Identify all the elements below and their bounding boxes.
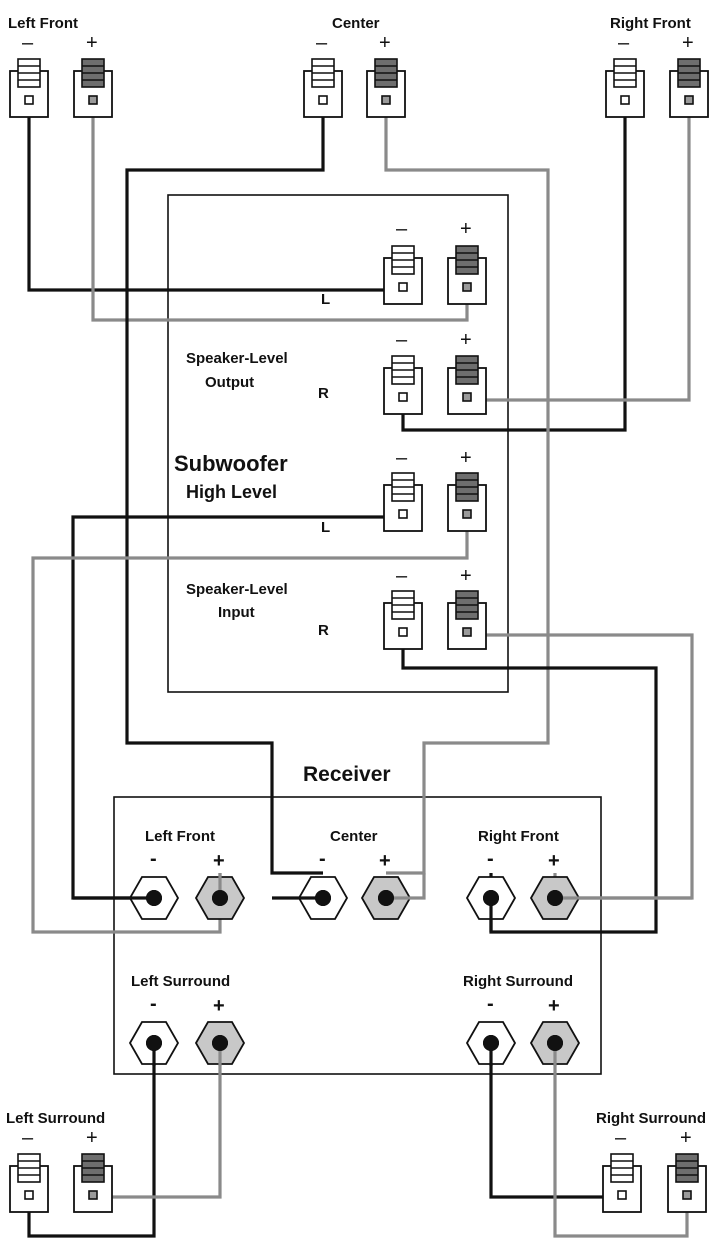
center-positive-terminal [366,58,406,118]
wire-sub-input-right-positive [467,633,694,900]
sub-input-right-negative-terminal [383,590,423,650]
label-right-front-speaker: Right Front [610,15,691,32]
receiver-right-surround-label: Right Surround [463,973,573,990]
sub-in-r-plus-symbol: + [460,565,472,587]
sub-output-right-positive-terminal [447,355,487,415]
sub-output-right [383,355,487,415]
receiver-rf-neg-symbol: - [487,848,494,870]
receiver-right-front-label: Right Front [478,828,559,845]
sub-input-left-negative-terminal [383,472,423,532]
wire-sub-input-right-negative [401,635,658,934]
receiver-title: Receiver [303,763,391,786]
speaker-left-front [9,58,113,118]
subwoofer-box [167,194,509,693]
sub-out-r-plus-symbol: + [460,329,472,351]
right-surround-positive-terminal [667,1153,707,1213]
sub-output-right-label: R [318,385,329,402]
receiver-ls-neg-symbol: - [150,993,157,1015]
right-surround-minus-symbol: – [615,1127,627,1149]
left-front-positive-terminal [73,58,113,118]
wire-left-front-negative [27,100,403,292]
label-center-speaker: Center [332,15,380,32]
receiver-rf-pos-symbol: + [548,850,560,872]
label-left-surround-speaker: Left Surround [6,1110,105,1127]
wire-center-negative [125,100,325,875]
receiver-rs-pos-symbol: + [548,995,560,1017]
right-surround-negative-terminal [602,1153,642,1213]
sub-input-right-label: R [318,622,329,639]
speaker-left-surround [9,1153,113,1213]
sub-out-r-minus-symbol: – [396,329,408,351]
sub-input-left-positive-terminal [447,472,487,532]
speaker-level-output-line1: Speaker-Level [186,350,288,367]
subwoofer-title: Subwoofer [174,451,288,476]
receiver-lf-neg-symbol: - [150,848,157,870]
left-front-plus-symbol: + [86,32,98,54]
wires [27,100,694,1238]
left-front-minus-symbol: – [22,32,34,54]
center-plus-symbol: + [379,32,391,54]
wire-left-surround-positive [93,1043,222,1199]
right-front-negative-terminal [605,58,645,118]
left-surround-plus-symbol: + [86,1127,98,1149]
sub-in-l-plus-symbol: + [460,447,472,469]
sub-output-left-negative-terminal [383,245,423,305]
receiver-box [113,796,602,1075]
wire-left-surround-negative [27,1043,156,1238]
right-surround-plus-symbol: + [680,1127,692,1149]
speaker-level-input-line2: Input [218,604,255,621]
speaker-right-surround [602,1153,707,1213]
sub-out-l-minus-symbol: – [396,218,408,240]
wire-right-surround-negative [489,1043,622,1199]
receiver-c-pos-symbol: + [379,850,391,872]
sub-output-left-positive-terminal [447,245,487,305]
sub-out-l-plus-symbol: + [460,218,472,240]
sub-input-right [383,590,487,650]
wire-right-surround-positive [553,1043,689,1238]
sub-output-left-label: L [321,291,330,308]
label-right-surround-speaker: Right Surround [596,1110,706,1127]
left-surround-negative-terminal [9,1153,49,1213]
receiver-left-front-label: Left Front [145,828,215,845]
receiver-ls-pos-symbol: + [213,995,225,1017]
speaker-level-input-line1: Speaker-Level [186,581,288,598]
receiver-rs-neg-symbol: - [487,993,494,1015]
sub-in-l-minus-symbol: – [396,447,408,469]
center-minus-symbol: – [316,32,328,54]
receiver-lf-pos-symbol: + [213,850,225,872]
label-left-front-speaker: Left Front [8,15,78,32]
overlay-c-pos [386,873,426,900]
left-front-negative-terminal [9,58,49,118]
receiver-c-neg-symbol: - [319,848,326,870]
right-front-plus-symbol: + [682,32,694,54]
wire-left-front-positive [91,100,469,322]
subwoofer-subtitle: High Level [186,482,277,502]
speaker-right-front [605,58,709,118]
receiver-center-label: Center [330,828,378,845]
receiver-left-surround-label: Left Surround [131,973,230,990]
wire-right-front-negative [401,100,627,432]
speaker-center [303,58,406,118]
wire-right-front-positive [467,100,691,402]
speaker-level-output-line2: Output [205,374,254,391]
sub-input-right-positive-terminal [447,590,487,650]
sub-output-right-negative-terminal [383,355,423,415]
sub-output-left [383,245,487,305]
sub-input-left-label: L [321,519,330,536]
center-negative-terminal [303,58,343,118]
sub-in-r-minus-symbol: – [396,565,408,587]
sub-input-left [383,472,487,532]
left-surround-minus-symbol: – [22,1127,34,1149]
right-front-positive-terminal [669,58,709,118]
post-wire-overlays [73,873,692,1066]
left-surround-positive-terminal [73,1153,113,1213]
wire-sub-input-left-positive [31,517,469,934]
right-front-minus-symbol: – [618,32,630,54]
